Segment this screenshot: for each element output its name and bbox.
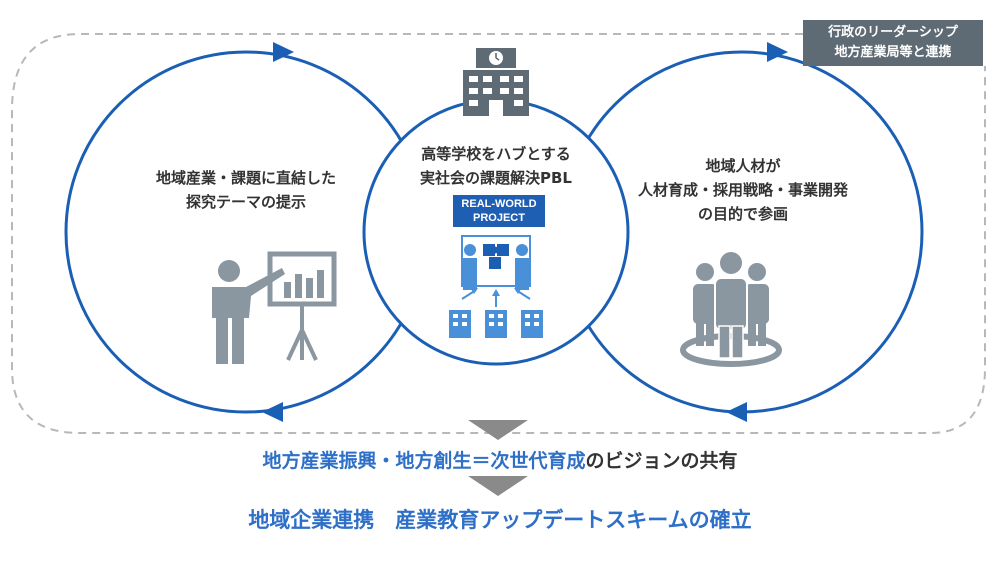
vision-rest: のビジョンの共有 — [585, 450, 738, 472]
center-circle-text: 高等学校をハブとする 実社会の課題解決PBL — [396, 142, 596, 190]
school-building-icon — [463, 48, 529, 116]
presenter-icon — [212, 251, 337, 364]
down-arrow-1-icon — [468, 420, 528, 440]
badge-line-2: 地方産業局等と連携 — [834, 45, 952, 60]
right-circle-text: 地域人材が 人材育成・採用戦略・事業開発 の目的で参画 — [628, 154, 858, 226]
connection-arrows-icon — [461, 288, 531, 307]
arrow-bottom-right-icon — [726, 402, 747, 422]
real-world-line-2: PROJECT — [473, 212, 525, 224]
small-buildings-icon — [449, 310, 543, 338]
arrow-top-left-icon — [273, 42, 294, 62]
center-circle-line-1: 高等学校をハブとする — [421, 145, 571, 163]
right-circle-line-1: 地域人材が — [705, 157, 781, 175]
conclusion-statement: 地域企業連携 産業教育アップデートスキームの確立 — [248, 508, 752, 532]
down-arrow-2-icon — [468, 476, 528, 496]
left-circle-line-1: 地域産業・課題に直結した — [155, 169, 336, 187]
left-circle-line-2: 探究テーマの提示 — [185, 193, 306, 211]
center-circle-line-2: 実社会の課題解決PBL — [420, 169, 572, 187]
real-world-project-badge: REAL-WORLD PROJECT — [453, 195, 545, 227]
dashed-outer-frame — [11, 33, 986, 434]
badge-line-1: 行政のリーダーシップ — [828, 25, 958, 40]
leadership-badge: 行政のリーダーシップ 地方産業局等と連携 — [803, 20, 983, 66]
collaboration-puzzle-icon — [461, 235, 531, 290]
left-circle-text: 地域産業・課題に直結した 探究テーマの提示 — [136, 166, 356, 214]
vision-highlight: 地方産業振興・地方創生＝次世代育成 — [262, 450, 586, 472]
arrow-top-right-icon — [767, 42, 788, 62]
real-world-line-1: REAL-WORLD — [461, 198, 537, 210]
right-circle-line-3: の目的で参画 — [697, 205, 788, 223]
arrow-bottom-left-icon — [262, 402, 283, 422]
vision-statement: 地方産業振興・地方創生＝次世代育成のビジョンの共有 — [0, 446, 1000, 473]
people-group-icon — [680, 250, 782, 367]
right-circle-line-2: 人材育成・採用戦略・事業開発 — [637, 181, 848, 199]
